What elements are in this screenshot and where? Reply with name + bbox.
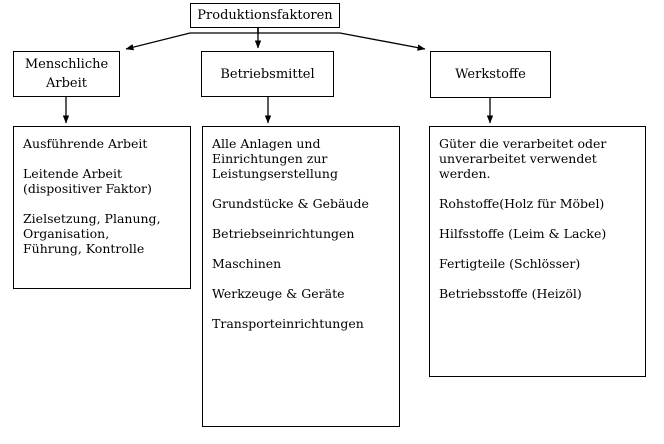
list-item: Fertigteile (Schlösser) xyxy=(439,256,581,271)
node-menschliche-arbeit[interactable]: Menschliche Arbeit xyxy=(13,51,120,97)
list-item: Hilfsstoffe (Leim & Lacke) xyxy=(439,226,607,241)
list-item: Alle Anlagen und Einrichtungen zur Leist… xyxy=(212,136,338,181)
list-item: Zielsetzung, Planung, Organisation, Führ… xyxy=(23,211,161,256)
node-werkstoffe[interactable]: Werkstoffe xyxy=(430,51,551,98)
node-betriebsmittel[interactable]: Betriebsmittel xyxy=(201,51,334,97)
list-item: Leitende Arbeit (dispositiver Faktor) xyxy=(23,166,152,196)
list-item: Transporteinrichtungen xyxy=(212,316,364,331)
node-menschliche-arbeit-label: Menschliche Arbeit xyxy=(24,57,109,91)
node-produktionsfaktoren[interactable]: Produktionsfaktoren xyxy=(190,3,340,28)
list-item: Grundstücke & Gebäude xyxy=(212,196,369,211)
list-item: Maschinen xyxy=(212,256,282,271)
connector-root-to-werkstoffe xyxy=(257,27,426,51)
list-item: Ausführende Arbeit xyxy=(23,136,148,151)
node-produktionsfaktoren-label: Produktionsfaktoren xyxy=(197,8,333,23)
list-item: Güter die verarbeitet oder unverarbeitet… xyxy=(439,136,607,181)
connector-root-to-menschliche-arbeit xyxy=(125,27,259,51)
content-betriebsmittel: Alle Anlagen und Einrichtungen zur Leist… xyxy=(202,126,400,427)
content-werkstoffe: Güter die verarbeitet oder unverarbeitet… xyxy=(429,126,646,377)
list-item: Werkzeuge & Geräte xyxy=(212,286,345,301)
list-item: Betriebsstoffe (Heizöl) xyxy=(439,286,582,301)
node-betriebsmittel-label: Betriebsmittel xyxy=(220,66,315,82)
content-menschliche-arbeit: Ausführende Arbeit Leitende Arbeit (disp… xyxy=(13,126,191,289)
list-item: Betriebseinrichtungen xyxy=(212,226,355,241)
node-werkstoffe-label: Werkstoffe xyxy=(455,67,526,82)
list-item: Rohstoffe(Holz für Möbel) xyxy=(439,196,605,211)
